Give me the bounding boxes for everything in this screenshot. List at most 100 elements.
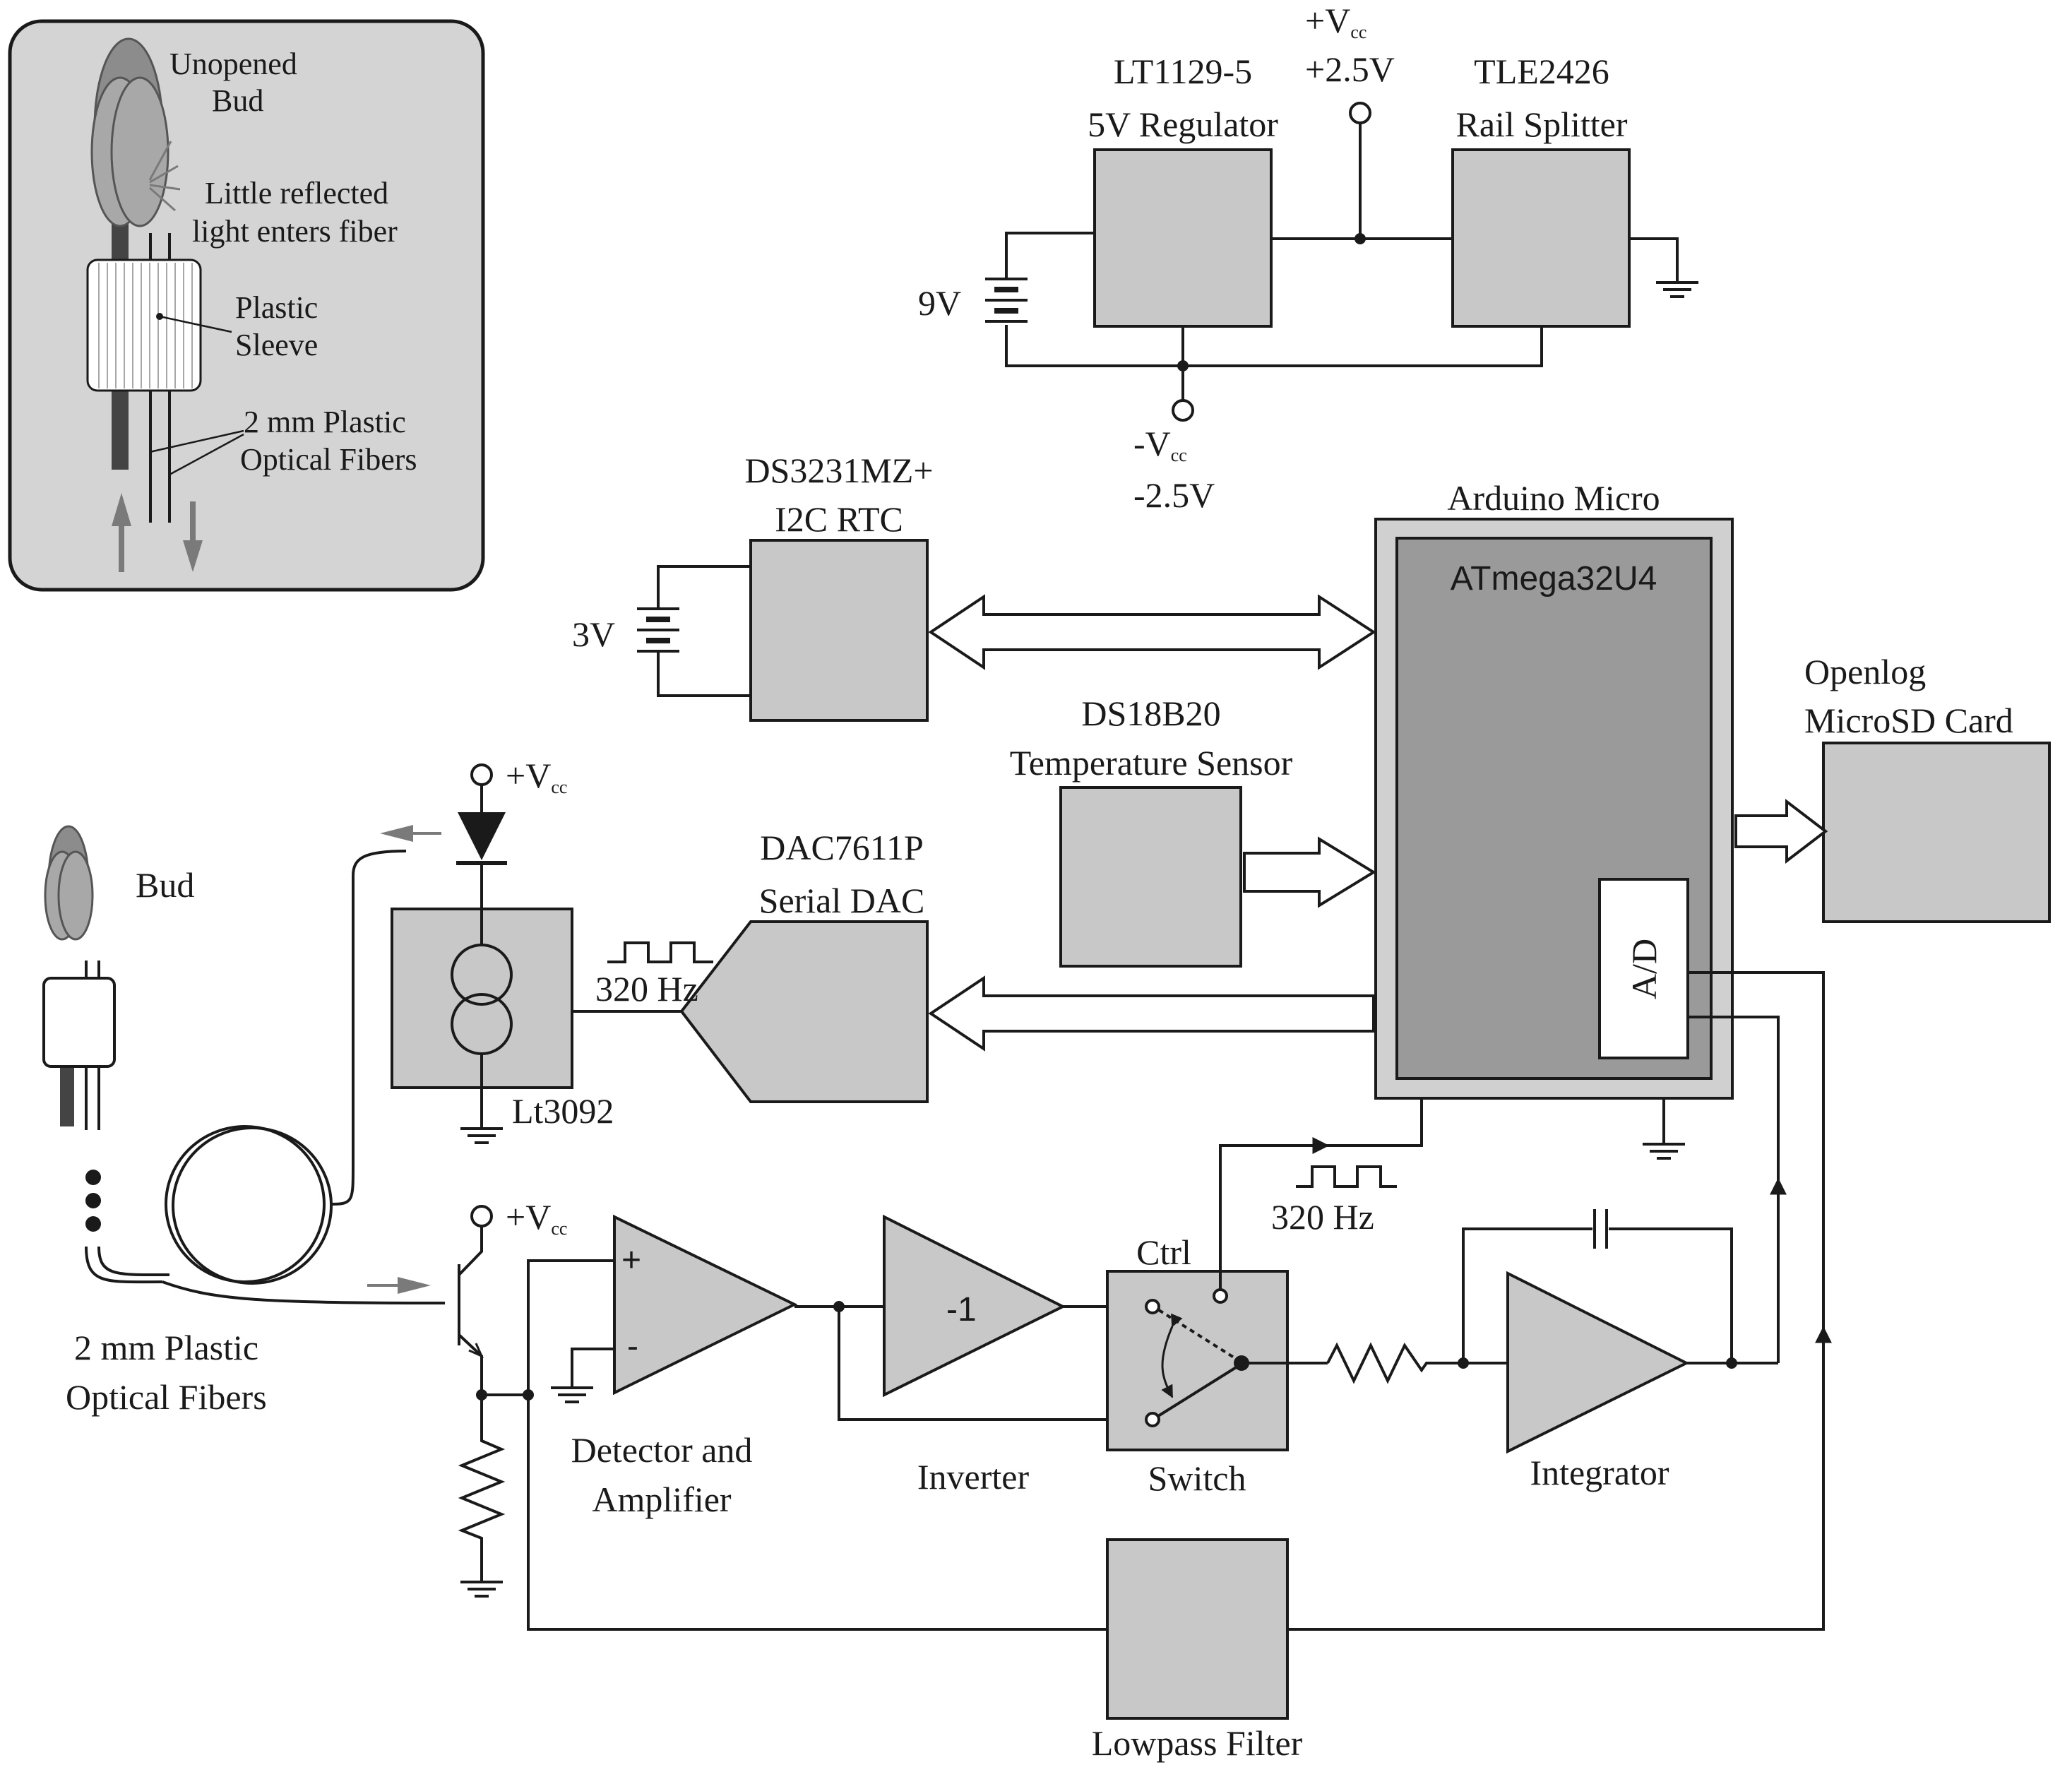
lowpass-label: Lowpass Filter	[1092, 1723, 1303, 1763]
temp-label-2: Temperature Sensor	[1010, 743, 1293, 783]
sdcard-section: Openlog MicroSD Card	[1734, 652, 2051, 923]
inset-sleeve-label-2: Sleeve	[235, 328, 318, 362]
amplifier-ground-icon	[551, 1386, 593, 1403]
detector-vcc-terminal	[470, 1205, 493, 1227]
led-vcc-terminal	[470, 763, 493, 786]
battery-9v-icon	[985, 278, 1028, 323]
led-driver-section: +Vcc Lt3092 320 Hz	[380, 756, 713, 1144]
dac-label-2: Serial DAC	[759, 881, 925, 920]
rail-splitter-block	[1451, 148, 1631, 328]
neg-rail-terminal	[1172, 399, 1194, 422]
detector-resistor-icon	[458, 1395, 506, 1575]
bud-icon	[44, 825, 94, 941]
i2c-bus-arrow-icon	[928, 594, 1376, 670]
sdcard-data-arrow-icon	[1734, 798, 1828, 864]
detector-plus-label: +	[621, 1242, 641, 1279]
arduino-label: Arduino Micro	[1447, 478, 1660, 518]
switch-ctrl-terminal	[1213, 1288, 1228, 1304]
temp-section: DS18B20 Temperature Sensor	[1010, 694, 1376, 968]
inset-unopened-bud-label: Unopened	[169, 47, 297, 81]
lowpass-block	[1106, 1538, 1289, 1720]
received-light-arrow-icon	[367, 1277, 431, 1294]
bud-label: Bud	[136, 865, 194, 905]
battery-3v-label: 3V	[572, 614, 615, 654]
rtc-section: DS3231MZ+ I2C RTC 3V	[572, 451, 1376, 722]
regulator-label-2: 5V Regulator	[1088, 105, 1278, 144]
integrator-resistor-icon	[1326, 1342, 1463, 1384]
rtc-block	[749, 539, 929, 722]
pos-rail-terminal	[1349, 102, 1371, 124]
inverter-block	[883, 1214, 1066, 1398]
temp-data-arrow-icon	[1243, 836, 1376, 908]
reflected-light-rays-icon	[148, 141, 181, 212]
pos-rail-label: +Vcc	[1305, 1, 1367, 42]
detector-label: Detector and	[571, 1430, 753, 1470]
led-vcc-label: +Vcc	[506, 756, 567, 797]
bud-sleeve-icon	[42, 977, 116, 1068]
splitter-label: TLE2426	[1474, 52, 1609, 91]
led-diode-icon	[458, 812, 506, 860]
inverter-symbol: -1	[946, 1291, 977, 1328]
bud-fibers-label-2: Optical Fibers	[66, 1377, 267, 1417]
lowpass-section: Lowpass Filter	[527, 971, 1832, 1763]
detector-ground-icon	[460, 1581, 503, 1598]
inset-down-arrow-icon	[183, 501, 203, 572]
detector-vcc-label: +Vcc	[506, 1197, 567, 1239]
integrator-capacitor-icon	[1593, 1209, 1608, 1249]
battery-9v-label: 9V	[918, 283, 961, 323]
temp-sensor-block	[1059, 786, 1242, 968]
fiber-loop-icon	[85, 850, 446, 1304]
switch-block	[1106, 1270, 1289, 1451]
switch-label: Switch	[1148, 1458, 1246, 1498]
detector-amplifier-block	[613, 1214, 798, 1396]
fiber-continuation-dots-icon	[85, 1170, 101, 1232]
arduino-ground-icon	[1643, 1143, 1685, 1160]
sdcard-label-2: MicroSD Card	[1804, 701, 2013, 740]
splitter-label-2: Rail Splitter	[1455, 105, 1627, 144]
dac-section: DAC7611P Serial DAC	[679, 828, 1375, 1103]
detector-minus-label: -	[627, 1328, 638, 1365]
bud-section: Bud 2 mm Plastic Optical Fibers	[42, 825, 446, 1417]
ctrl-square-wave-icon	[1296, 1165, 1397, 1188]
detector-label-2: Amplifier	[592, 1480, 732, 1519]
splitter-ground-icon	[1656, 281, 1698, 298]
dac-label: DAC7611P	[760, 828, 924, 867]
integrator-section: Integrator	[1326, 1016, 1787, 1492]
switch-section: Ctrl Switch 320 Hz	[1106, 1098, 1423, 1498]
inset-up-arrow-icon	[112, 493, 131, 572]
phototransistor-icon	[458, 1227, 484, 1395]
inverter-label: Inverter	[917, 1457, 1030, 1497]
plastic-sleeve-icon	[86, 258, 232, 392]
atmega-label: ATmega32U4	[1451, 560, 1657, 597]
dac-data-arrow-icon	[928, 975, 1375, 1052]
temp-label: DS18B20	[1081, 694, 1220, 733]
neg-rail-label: -Vcc	[1133, 424, 1187, 465]
inset-reflected-label-2: light enters fiber	[192, 214, 398, 249]
led-freq-label: 320 Hz	[595, 969, 698, 1009]
led-driver-label: Lt3092	[512, 1091, 614, 1131]
arduino-section: Arduino Micro ATmega32U4 A/D	[1374, 478, 1734, 1160]
sdcard-label: Openlog	[1804, 652, 1926, 691]
dac-block	[679, 920, 929, 1103]
emitted-light-arrow-icon	[380, 825, 441, 842]
inset-panel: Unopened Bud Little reflected light ente…	[8, 19, 485, 592]
inset-fibers-label-2: Optical Fibers	[240, 442, 417, 477]
inset-unopened-bud-label-2: Bud	[212, 83, 263, 118]
detector-section: +Vcc + - Detector and Am	[458, 1197, 798, 1598]
led-ground-icon	[460, 1127, 503, 1144]
regulator-label: LT1129-5	[1114, 52, 1252, 91]
power-supply: LT1129-5 5V Regulator TLE2426 Rail Split…	[918, 1, 1698, 515]
switch-ctrl-label: Ctrl	[1136, 1232, 1191, 1272]
regulator-block	[1093, 148, 1273, 328]
battery-3v-icon	[637, 607, 679, 653]
inset-reflected-label: Little reflected	[205, 176, 388, 210]
switch-toggle-arrow-icon	[1161, 1313, 1183, 1398]
bud-fibers-label: 2 mm Plastic	[74, 1328, 258, 1367]
pos-rail-value: +2.5V	[1305, 49, 1395, 89]
square-wave-icon	[607, 941, 713, 963]
ctrl-freq-label: 320 Hz	[1271, 1197, 1374, 1237]
sdcard-block	[1822, 742, 2051, 923]
rtc-label: DS3231MZ+	[744, 451, 933, 490]
integrator-block	[1506, 1271, 1690, 1454]
